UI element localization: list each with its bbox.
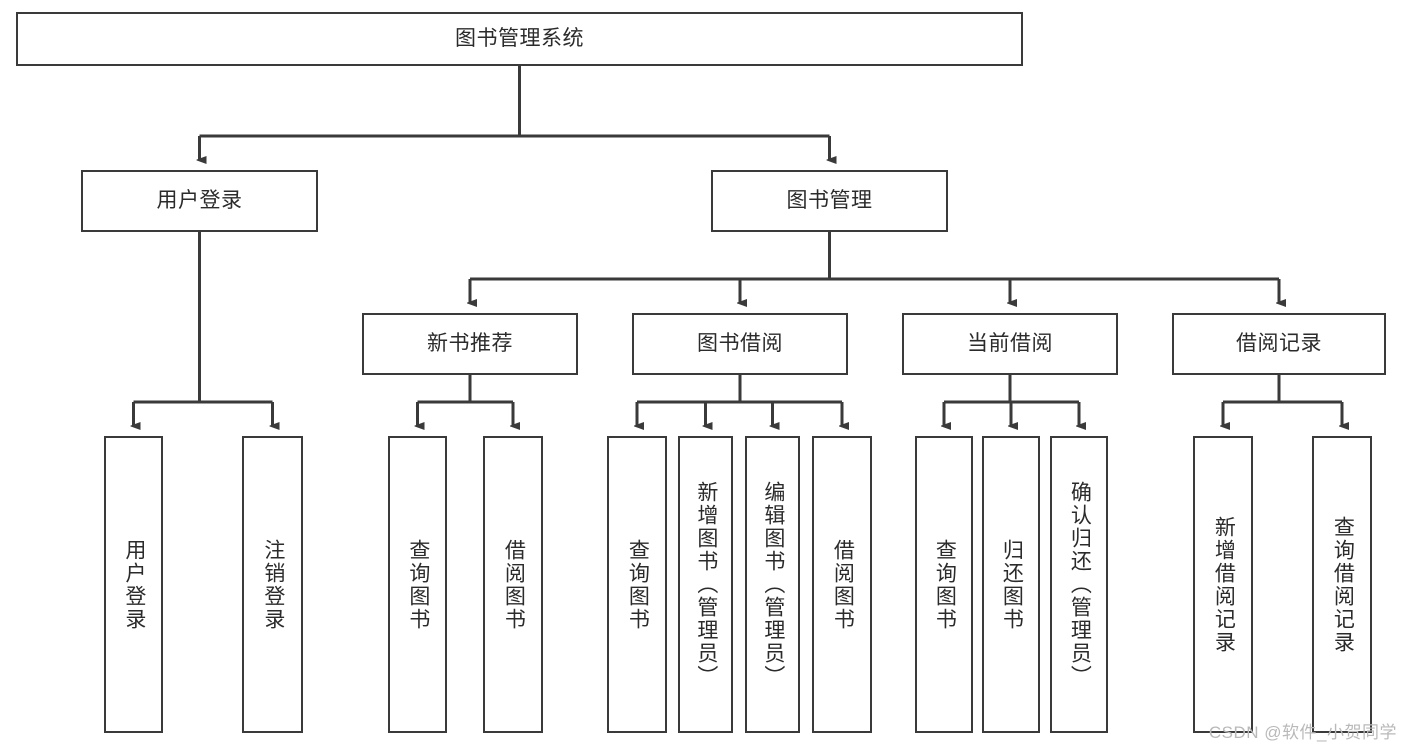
node-l9[interactable]: 查询图书 bbox=[915, 436, 973, 733]
node-l13[interactable]: 查询借阅记录 bbox=[1312, 436, 1372, 733]
node-label: 新书推荐 bbox=[427, 331, 513, 355]
node-root[interactable]: 图书管理系统 bbox=[16, 12, 1023, 66]
node-label: 借阅记录 bbox=[1236, 331, 1322, 355]
node-label: 确认归还（管理员） bbox=[1068, 481, 1092, 688]
node-login[interactable]: 用户登录 bbox=[81, 170, 318, 232]
node-l2[interactable]: 注销登录 bbox=[242, 436, 303, 733]
node-label: 查询图书 bbox=[406, 538, 430, 631]
node-current[interactable]: 当前借阅 bbox=[902, 313, 1118, 375]
node-l7[interactable]: 编辑图书（管理员） bbox=[745, 436, 800, 733]
node-label: 借阅图书 bbox=[831, 538, 855, 631]
node-label: 新增借阅记录 bbox=[1212, 515, 1236, 654]
node-label: 图书管理系统 bbox=[455, 26, 584, 50]
node-l3[interactable]: 查询图书 bbox=[388, 436, 447, 733]
node-label: 注销登录 bbox=[261, 538, 285, 631]
node-l4[interactable]: 借阅图书 bbox=[483, 436, 543, 733]
node-label: 用户登录 bbox=[122, 538, 146, 631]
node-records[interactable]: 借阅记录 bbox=[1172, 313, 1386, 375]
node-bookmgmt[interactable]: 图书管理 bbox=[711, 170, 948, 232]
node-l6[interactable]: 新增图书（管理员） bbox=[678, 436, 733, 733]
node-label: 新增图书（管理员） bbox=[694, 481, 718, 688]
node-l8[interactable]: 借阅图书 bbox=[812, 436, 872, 733]
node-label: 查询图书 bbox=[933, 538, 957, 631]
node-label: 查询图书 bbox=[626, 538, 650, 631]
node-label: 编辑图书（管理员） bbox=[761, 481, 785, 688]
node-l11[interactable]: 确认归还（管理员） bbox=[1050, 436, 1108, 733]
node-label: 用户登录 bbox=[156, 188, 243, 212]
node-label: 当前借阅 bbox=[967, 331, 1053, 355]
node-label: 借阅图书 bbox=[502, 538, 526, 631]
node-l12[interactable]: 新增借阅记录 bbox=[1193, 436, 1253, 733]
node-newbook[interactable]: 新书推荐 bbox=[362, 313, 578, 375]
node-label: 图书管理 bbox=[786, 188, 873, 212]
node-borrow[interactable]: 图书借阅 bbox=[632, 313, 848, 375]
node-label: 归还图书 bbox=[1000, 538, 1024, 631]
node-l10[interactable]: 归还图书 bbox=[982, 436, 1040, 733]
node-l1[interactable]: 用户登录 bbox=[104, 436, 163, 733]
node-l5[interactable]: 查询图书 bbox=[607, 436, 667, 733]
node-label: 图书借阅 bbox=[697, 331, 783, 355]
node-label: 查询借阅记录 bbox=[1331, 515, 1355, 654]
